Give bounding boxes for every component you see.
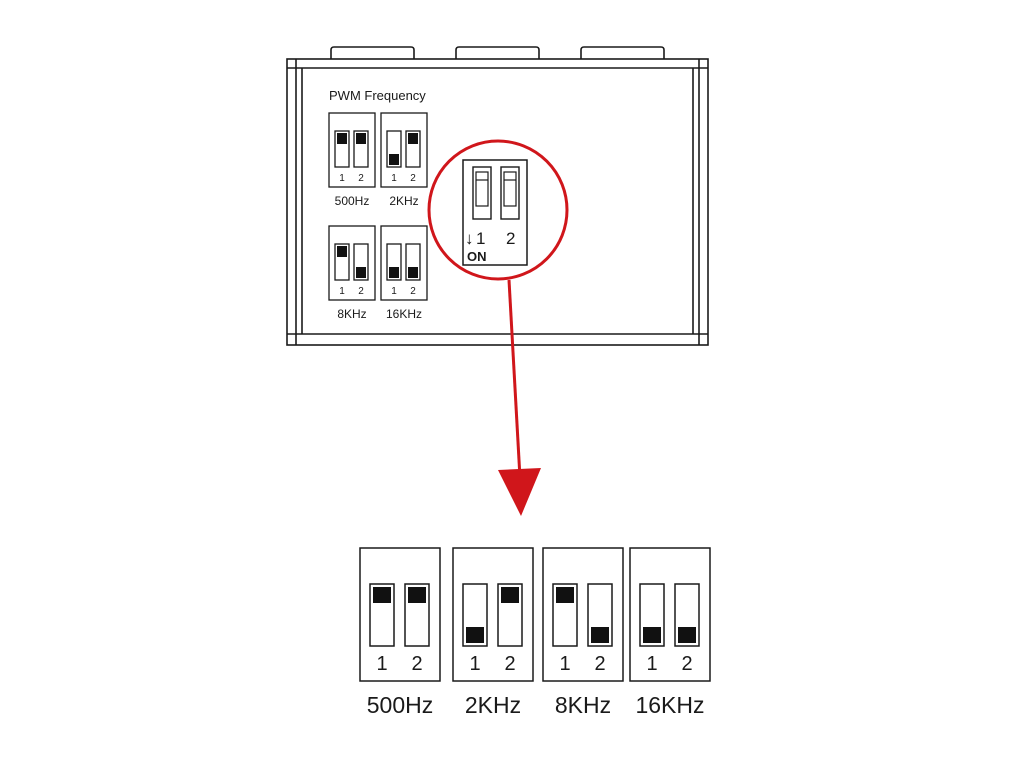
large-switch-number: 2 (681, 653, 692, 675)
large-switch-number: 2 (594, 653, 605, 675)
large-switch-knob-up (373, 587, 391, 603)
large-frequency-label: 500Hz (367, 692, 433, 718)
dip-switch-closeup: ↓ 1 2 ON (462, 159, 528, 266)
large-switch-knob-down (591, 627, 609, 643)
small-switch-number: 2 (410, 286, 416, 297)
highlight-circle (427, 139, 569, 281)
small-switch-knob-down (389, 267, 399, 278)
large-switch-number: 2 (504, 653, 515, 675)
large-switch-knob-up (501, 587, 519, 603)
large-switch-knob-down (466, 627, 484, 643)
closeup-on-label: ON (467, 249, 487, 264)
small-switch-number: 2 (358, 173, 364, 184)
small-switch-box: 1 2 8KHz (328, 225, 376, 321)
connector-tab-left (330, 46, 415, 59)
small-switch-box: 1 2 500Hz (328, 112, 376, 208)
large-switch-box: 1 2 16KHz (629, 547, 711, 718)
small-switch-number: 1 (339, 173, 345, 184)
device-housing (286, 46, 709, 346)
small-switch-knob-down (408, 267, 418, 278)
large-switch-number: 1 (469, 653, 480, 675)
small-frequency-label: 500Hz (335, 194, 370, 208)
large-switch-number: 1 (646, 653, 657, 675)
closeup-actuator-2 (503, 171, 517, 207)
panel-title: PWM Frequency (329, 88, 426, 103)
large-switch-knob-down (678, 627, 696, 643)
large-switch-knob-down (643, 627, 661, 643)
closeup-actuator-1 (475, 171, 489, 207)
large-switch-knob-up (408, 587, 426, 603)
closeup-number-2: 2 (506, 229, 515, 248)
closeup-number-1: 1 (476, 229, 485, 248)
large-frequency-label: 8KHz (555, 692, 611, 718)
large-switch-box: 1 2 2KHz (452, 547, 534, 718)
large-frequency-label: 16KHz (635, 692, 704, 718)
small-switch-box: 1 2 2KHz (380, 112, 428, 208)
small-switch-number: 1 (391, 286, 397, 297)
housing-outer (286, 58, 709, 346)
callout-arrow-line (507, 279, 522, 479)
small-frequency-label: 16KHz (386, 307, 422, 321)
small-switch-number: 1 (391, 173, 397, 184)
small-switch-knob-up (337, 246, 347, 257)
small-switch-knob-down (389, 154, 399, 165)
large-switch-number: 1 (376, 653, 387, 675)
large-switch-number: 1 (559, 653, 570, 675)
large-switch-knob-up (556, 587, 574, 603)
small-switch-box: 1 2 16KHz (380, 225, 428, 321)
large-switch-number: 2 (411, 653, 422, 675)
callout-arrow-head (498, 468, 541, 516)
large-switch-box: 1 2 8KHz (542, 547, 624, 718)
connector-tab-right (580, 46, 665, 59)
small-switch-legend: 1 2 500Hz 1 2 2KHz 1 2 8KHz 1 2 16KHz (328, 112, 428, 321)
large-frequency-label: 2KHz (465, 692, 521, 718)
small-switch-number: 2 (410, 173, 416, 184)
small-frequency-label: 2KHz (389, 194, 418, 208)
highlight-callout (427, 139, 569, 516)
connector-tab-middle (455, 46, 540, 59)
closeup-on-arrow: ↓ (465, 229, 474, 248)
small-switch-knob-down (356, 267, 366, 278)
small-frequency-label: 8KHz (337, 307, 366, 321)
small-switch-knob-up (356, 133, 366, 144)
small-switch-number: 1 (339, 286, 345, 297)
small-switch-knob-up (337, 133, 347, 144)
large-switch-box: 1 2 500Hz (359, 547, 441, 718)
small-switch-knob-up (408, 133, 418, 144)
large-switch-legend: 1 2 500Hz 1 2 2KHz 1 2 8KHz 1 2 16KHz (359, 547, 711, 718)
small-switch-number: 2 (358, 286, 364, 297)
